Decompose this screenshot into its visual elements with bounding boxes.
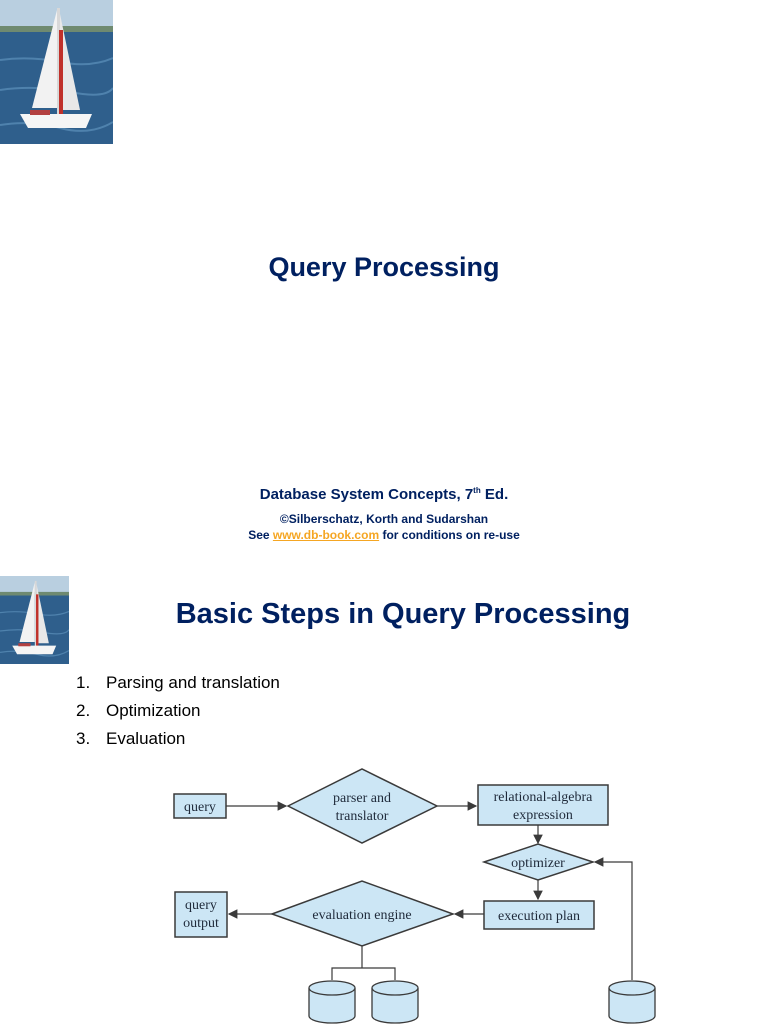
copyright-line: ©Silberschatz, Korth and Sudarshan (279, 512, 489, 526)
reuse-prefix: See (248, 528, 273, 542)
step-number: 3. (76, 729, 91, 748)
slide-title: Query Processing (268, 252, 500, 282)
optimizer-label: optimizer (511, 856, 565, 871)
step-label: Evaluation (106, 729, 186, 748)
optimizer-node (481, 843, 596, 881)
list-item: 1. Parsing and translation (76, 672, 280, 700)
database-cylinder (371, 980, 419, 1024)
query-output-node (174, 891, 228, 938)
relalg-label-line1: relational-algebra (494, 790, 594, 805)
list-item: 3. Evaluation (76, 728, 280, 756)
step-label: Parsing and translation (106, 673, 280, 692)
output-label-line1: query (185, 898, 217, 913)
parser-translator-node (286, 768, 439, 844)
edition-superscript: th (473, 486, 481, 495)
execution-plan-node (483, 900, 595, 930)
step-label: Optimization (106, 701, 201, 720)
book-title: Database System Concepts, 7 (259, 486, 474, 503)
evaluation-engine-node (269, 880, 456, 947)
content-slide: Basic Steps in Query Processing 1. Parsin… (0, 576, 768, 1024)
output-label-line2: output (183, 916, 219, 931)
relalg-label-line2: expression (513, 808, 573, 823)
steps-list: 1. Parsing and translation 2. Optimization… (76, 672, 280, 756)
slide-title: Basic Steps in Query Processing (175, 598, 631, 630)
book-citation: Database System Concepts, 7th Ed. (0, 486, 768, 503)
reuse-notice: See www.db-book.com for conditions on re… (0, 528, 768, 542)
title-slide: Query Processing Database System Concept… (0, 0, 768, 542)
evaluation-engine-label: evaluation engine (312, 908, 411, 923)
db-book-link[interactable]: www.db-book.com (272, 528, 380, 542)
reuse-suffix: for conditions on re-use (379, 528, 520, 542)
sailboat-image (0, 576, 69, 664)
citation-period: . (504, 486, 509, 503)
parser-label-line2: translator (336, 809, 389, 824)
parser-label-line1: parser and (333, 791, 391, 806)
edition-suffix: Ed (480, 486, 505, 503)
step-number: 2. (76, 701, 91, 720)
query-node-label: query (184, 800, 216, 815)
sailboat-image (0, 0, 113, 144)
statistics-cylinder (608, 980, 656, 1024)
list-item: 2. Optimization (76, 700, 280, 728)
database-cylinder (308, 980, 356, 1024)
query-processing-diagram: query parser and translator relational-a… (173, 768, 656, 1024)
connector-data-branches (331, 967, 396, 980)
arrow-statistics-to-optimizer (593, 857, 633, 980)
step-number: 1. (76, 673, 91, 692)
execution-plan-label: execution plan (498, 909, 580, 924)
relational-algebra-node (477, 784, 609, 826)
